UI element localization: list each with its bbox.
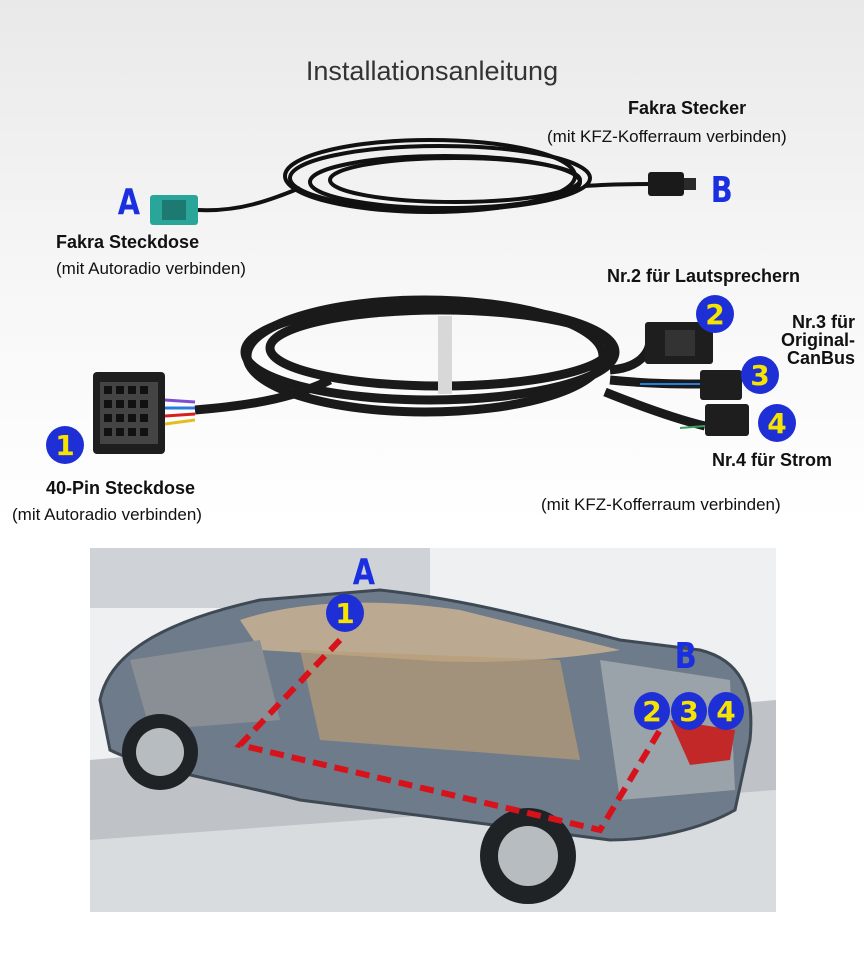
pin40-socket-note: (mit Autoradio verbinden) — [12, 505, 202, 524]
car-letter-a: A — [352, 552, 376, 593]
connector-4-label: Nr.4 für Strom — [712, 450, 833, 470]
badge-3: 3 — [741, 356, 779, 394]
car-badge-4: 4 — [708, 692, 744, 730]
connector-3-label-line2: Original- — [780, 330, 855, 350]
connector-3 — [700, 370, 742, 400]
badge-1: 1 — [46, 426, 84, 464]
trunk-note: (mit KFZ-Kofferraum verbinden) — [541, 495, 781, 514]
pin40-socket-label: 40-Pin Steckdose — [46, 478, 196, 498]
fakra-cable — [197, 138, 651, 214]
car-badge-1: 1 — [326, 594, 364, 632]
page-title: Installationsanleitung — [305, 56, 559, 86]
connector-2-label: Nr.2 für Lautsprechern — [607, 266, 801, 286]
fakra-socket-note: (mit Autoradio verbinden) — [56, 259, 246, 278]
fakra-plug-b — [648, 172, 684, 196]
cable-tie — [438, 316, 452, 394]
connector-3-label-line3: CanBus — [786, 348, 855, 368]
fakra-socket-label: Fakra Steckdose — [56, 232, 200, 252]
connector-3-label-line1: Nr.3 für — [791, 312, 855, 332]
car-badge-2: 2 — [634, 692, 670, 730]
connector-3-label: Nr.3 für Original- CanBus — [775, 313, 855, 367]
letter-b: B — [710, 170, 733, 211]
connector-4 — [705, 404, 749, 436]
fakra-plug-note: (mit KFZ-Kofferraum verbinden) — [547, 127, 787, 146]
car-badge-3: 3 — [671, 692, 707, 730]
fakra-plug-label: Fakra Stecker — [628, 98, 747, 118]
car-illustration — [90, 548, 776, 912]
badge-2: 2 — [696, 295, 734, 333]
letter-a: A — [117, 182, 141, 223]
badge-4: 4 — [758, 404, 796, 442]
car-letter-b: B — [674, 636, 697, 677]
